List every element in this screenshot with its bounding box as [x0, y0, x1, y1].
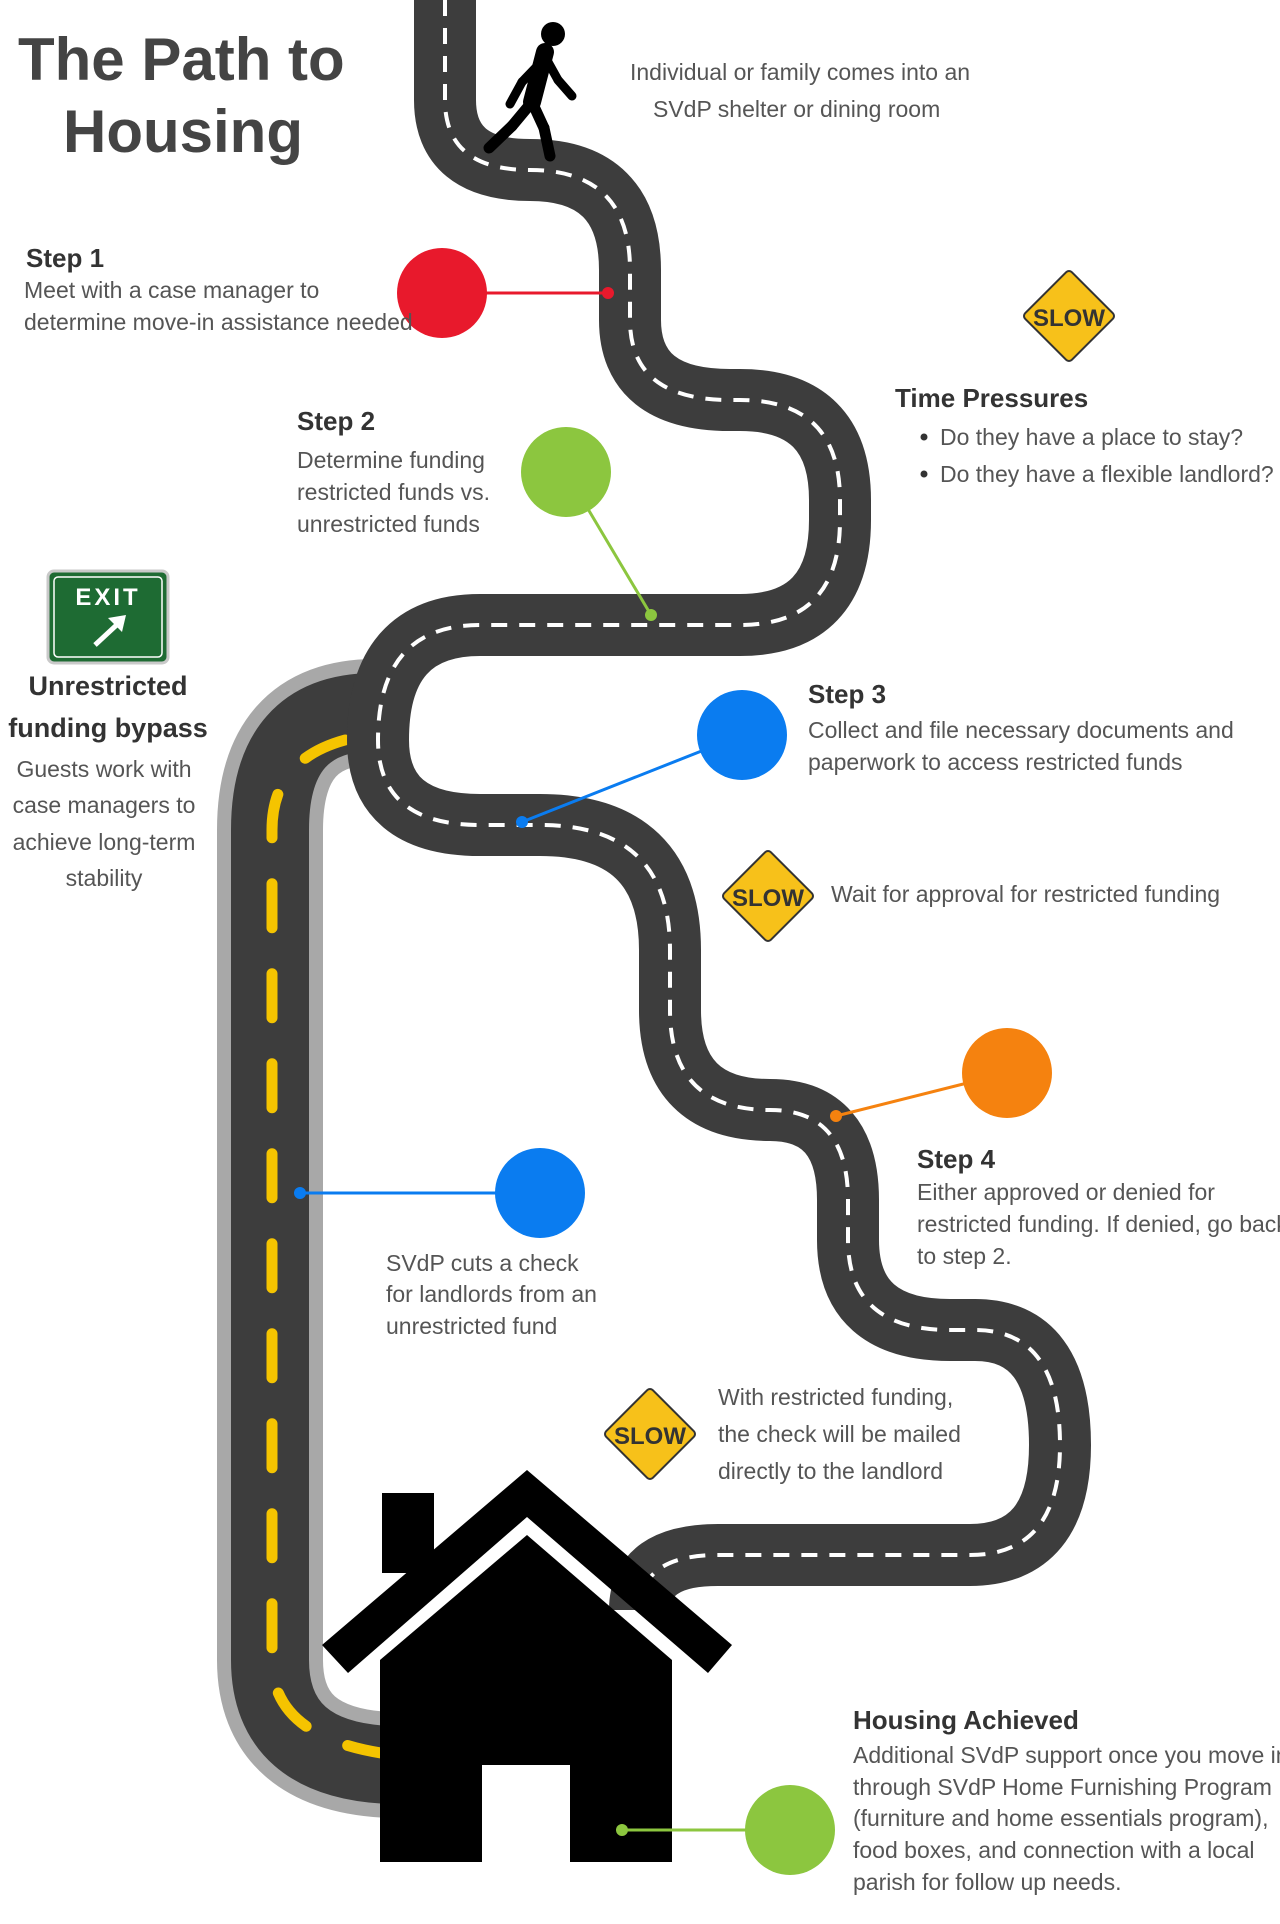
step3-line2: paperwork to access restricted funds	[808, 749, 1183, 775]
step4-line2: restricted funding. If denied, go back	[917, 1211, 1280, 1237]
housing-line1: Additional SVdP support once you move in	[853, 1742, 1280, 1768]
time-pressures-heading: Time Pressures	[895, 383, 1088, 413]
bullet-dot	[920, 433, 928, 441]
bypass-check-line1: SVdP cuts a check	[386, 1250, 579, 1276]
slow-sign-icon: SLOW	[603, 1387, 697, 1481]
exit-heading-line1: Unrestricted	[28, 671, 187, 701]
time-pressures-bullet-1: Do they have a place to stay?	[940, 424, 1243, 450]
step2-heading: Step 2	[297, 406, 375, 436]
mailed-note-line1: With restricted funding,	[718, 1384, 953, 1410]
step4-line1: Either approved or denied for	[917, 1179, 1215, 1205]
intro-line2: SVdP shelter or dining room	[653, 96, 940, 122]
exit-line3: achieve long-term	[13, 829, 196, 855]
page-title-line2: Housing	[63, 98, 303, 165]
slow-sign-label: SLOW	[614, 1423, 686, 1450]
step4-heading: Step 4	[917, 1144, 996, 1174]
bypass-road	[217, 659, 401, 1818]
step1-heading: Step 1	[26, 243, 104, 273]
step2-marker	[521, 427, 657, 621]
bullet-dot	[920, 470, 928, 478]
exit-line2: case managers to	[13, 792, 196, 818]
housing-line3: (furniture and home essentials program),	[853, 1805, 1268, 1831]
exit-heading-line2: funding bypass	[8, 713, 208, 743]
step2-line2: restricted funds vs.	[297, 479, 490, 505]
wait-note: Wait for approval for restricted funding	[831, 881, 1220, 907]
step1-line2: determine move-in assistance needed	[24, 309, 413, 335]
page-title-line1: The Path to	[18, 26, 345, 93]
exit-sign-icon: EXIT	[46, 569, 170, 665]
exit-line4: stability	[66, 865, 143, 891]
housing-heading: Housing Achieved	[853, 1705, 1079, 1735]
housing-line4: food boxes, and connection with a local	[853, 1837, 1255, 1863]
step1-line1: Meet with a case manager to	[24, 277, 319, 303]
step3-marker	[516, 690, 787, 828]
step4-line3: to step 2.	[917, 1243, 1012, 1269]
step2-line1: Determine funding	[297, 447, 485, 473]
walking-person-icon	[483, 22, 577, 162]
bypass-check-line3: unrestricted fund	[386, 1313, 557, 1339]
mailed-note-line2: the check will be mailed	[718, 1421, 961, 1447]
slow-sign-label: SLOW	[732, 885, 804, 912]
slow-sign-icon: SLOW	[1022, 269, 1116, 363]
house-icon	[322, 1470, 732, 1862]
step4-marker	[830, 1028, 1052, 1122]
main-road	[346, 0, 1092, 1613]
housing-line5: parish for follow up needs.	[853, 1869, 1122, 1895]
step1-marker	[397, 248, 614, 338]
mailed-note-line3: directly to the landlord	[718, 1458, 943, 1484]
housing-marker	[616, 1785, 835, 1875]
bypass-check-line2: for landlords from an	[386, 1281, 597, 1307]
step3-heading: Step 3	[808, 679, 886, 709]
step2-line3: unrestricted funds	[297, 511, 480, 537]
slow-sign-label: SLOW	[1033, 305, 1105, 332]
intro-line1: Individual or family comes into an	[630, 59, 970, 85]
housing-line2: through SVdP Home Furnishing Program	[853, 1774, 1272, 1800]
bypass-check-marker	[294, 1148, 585, 1238]
slow-sign-icon: SLOW	[721, 849, 815, 943]
exit-line1: Guests work with	[16, 756, 191, 782]
time-pressures-bullet-2: Do they have a flexible landlord?	[940, 461, 1274, 487]
step3-line1: Collect and file necessary documents and	[808, 717, 1234, 743]
exit-sign-label: EXIT	[75, 584, 140, 611]
